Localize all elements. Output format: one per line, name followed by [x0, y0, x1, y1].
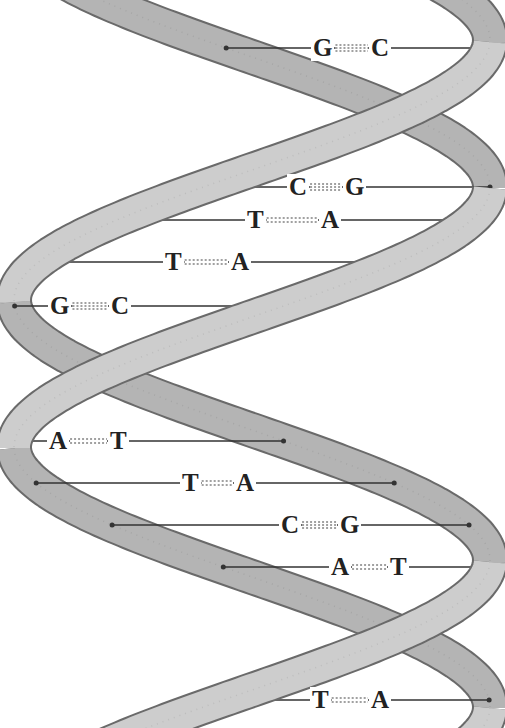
strand-ribbon-edge: [74, 562, 490, 728]
base-letter: C: [279, 512, 301, 538]
strand-ribbon-edge: [14, 448, 490, 708]
base-letter: T: [245, 207, 266, 233]
base-letter: A: [319, 207, 341, 233]
base-letter: T: [163, 249, 184, 275]
hydrogen-bond: [302, 521, 337, 522]
attach-dot: [281, 439, 286, 444]
attach-dot: [467, 523, 472, 528]
base-letter: G: [343, 174, 366, 200]
hydrogen-bond: [185, 259, 228, 260]
hydrogen-bond: [352, 568, 387, 569]
back-strands: [14, 0, 490, 708]
bond-ground: [267, 214, 318, 226]
attach-dot: [34, 481, 39, 486]
base-letter: C: [369, 35, 391, 61]
hydrogen-bond: [70, 438, 107, 439]
hydrogen-bond: [72, 305, 108, 306]
bond-ground: [302, 519, 337, 531]
strand-ribbon-edge: [410, 0, 490, 42]
base-letter: A: [369, 687, 391, 713]
hydrogen-bond: [335, 44, 368, 45]
base-letter: C: [287, 174, 309, 200]
base-letter: T: [180, 470, 201, 496]
hydrogen-bond: [202, 480, 233, 481]
base-letter: G: [48, 293, 71, 319]
base-letter: C: [109, 293, 131, 319]
hydrogen-bond: [332, 697, 368, 698]
bond-ground: [185, 256, 228, 268]
hydrogen-bond: [352, 564, 387, 565]
hydrogen-bond: [302, 524, 337, 525]
attach-dot: [221, 565, 226, 570]
strand-ribbon: [410, 0, 490, 42]
bond-ground: [310, 181, 342, 193]
strand-ribbon: [14, 448, 490, 708]
strand-ribbon: [74, 562, 490, 728]
bond-ground: [70, 435, 107, 447]
base-letter: T: [310, 687, 331, 713]
strand-ribbon-edge: [443, 708, 490, 728]
base-letter: A: [329, 554, 351, 580]
bond-ground: [335, 42, 368, 54]
attach-dot: [110, 523, 115, 528]
hydrogen-bond: [335, 47, 368, 48]
base-letter: A: [234, 470, 256, 496]
strand-ribbon-texture: [410, 0, 490, 42]
strand-ribbon: [443, 708, 490, 728]
base-letter: T: [388, 554, 409, 580]
hydrogen-bond: [267, 217, 318, 218]
hydrogen-bond: [202, 484, 233, 485]
strand-ribbon-texture: [443, 708, 490, 728]
hydrogen-bond: [185, 263, 228, 264]
base-letter: A: [47, 428, 69, 454]
bond-ground: [202, 477, 233, 489]
attach-dot: [487, 698, 492, 703]
hydrogen-bond: [310, 186, 342, 187]
base-pair-lines: [12, 46, 492, 703]
hydrogen-bond: [310, 183, 342, 184]
hydrogen-bond: [72, 308, 108, 309]
hydrogen-bond: [332, 701, 368, 702]
bond-ground: [332, 694, 368, 706]
bond-ground: [352, 561, 387, 573]
hydrogen-bond: [335, 50, 368, 51]
base-letter: A: [229, 249, 251, 275]
hydrogen-bond: [267, 221, 318, 222]
strand-ribbon: [14, 188, 490, 448]
strand-ribbon-texture: [14, 188, 490, 448]
strand-ribbon-edge: [14, 188, 490, 448]
hydrogen-bond: [310, 189, 342, 190]
base-letter: T: [108, 428, 129, 454]
attach-dot: [12, 304, 17, 309]
attach-dot: [224, 46, 229, 51]
hydrogen-bond: [302, 527, 337, 528]
hydrogen-bond: [72, 302, 108, 303]
hydrogen-bonds: [70, 42, 387, 706]
base-letter: G: [311, 35, 334, 61]
strand-ribbon-texture: [74, 562, 490, 728]
front-strands: [14, 42, 490, 728]
base-letter: G: [338, 512, 361, 538]
strand-ribbon-texture: [14, 448, 490, 708]
bond-ground: [72, 300, 108, 312]
hydrogen-bond: [70, 442, 107, 443]
attach-dot: [392, 481, 397, 486]
